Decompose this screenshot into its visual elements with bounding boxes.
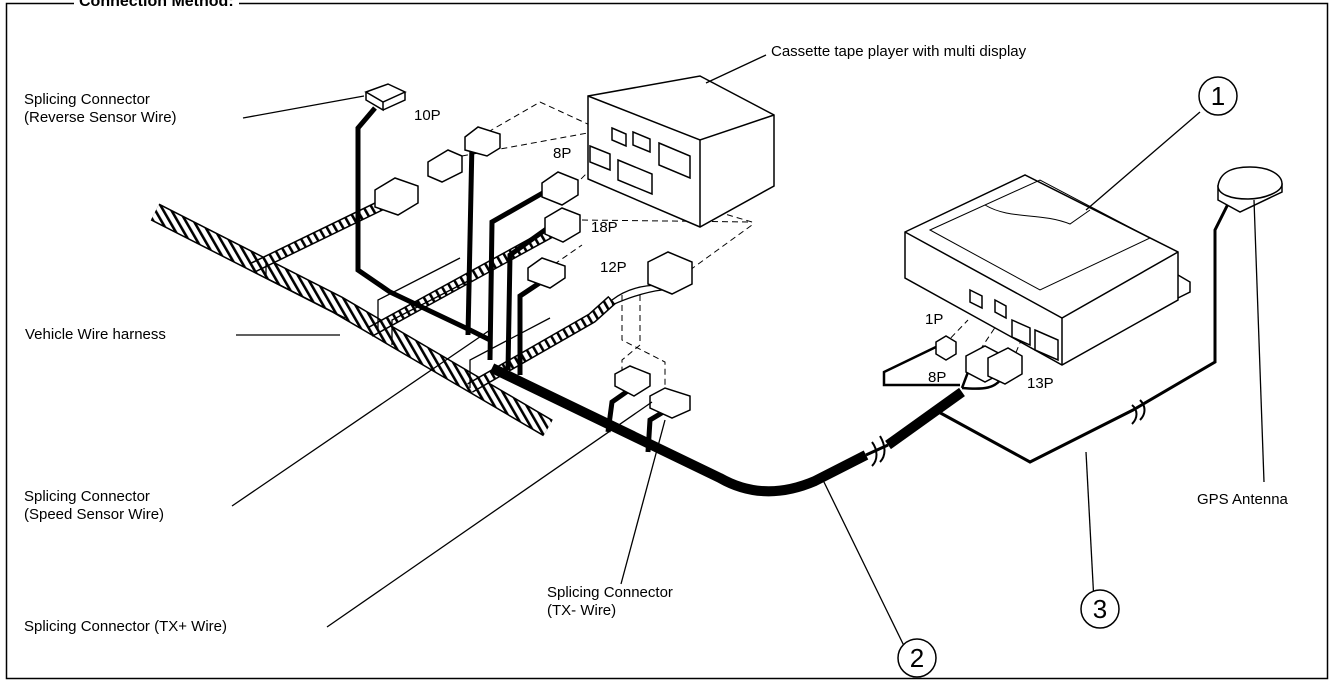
circle-2 [897,638,937,678]
callout-number-1: 1 [1210,81,1226,111]
connectors [364,83,1023,419]
label-txminus-line1: Splicing Connector [547,584,673,601]
navigation-unit-box [904,174,1191,366]
gps-antenna-shape [1217,166,1283,213]
connector-10p-label: 10P [414,107,441,124]
label-speed-line1: Splicing Connector [24,488,150,505]
connector-1p-label: 1P [925,311,944,328]
label-cassette-player: Cassette tape player with multi display [771,43,1027,60]
label-speed-sensor-connector: Splicing Connector (Speed Sensor Wire) [24,488,164,524]
connector-12p-label: 12P [600,259,627,276]
cassette-player-box [587,75,775,228]
callout-number-2: 2 [909,643,925,673]
circle-1 [1198,76,1238,116]
callout-number-3: 3 [1092,594,1108,624]
label-vehicle-wire-harness: Vehicle Wire harness [25,326,166,343]
connector-13p-label: 13P [1027,375,1054,392]
connector-8p-cassette-label: 8P [553,145,572,162]
label-txminus-line2: (TX- Wire) [547,602,617,619]
label-txplus-connector: Splicing Connector (TX+ Wire) [24,618,227,635]
label-reverse-line2: (Reverse Sensor Wire) [24,109,177,126]
label-reverse-line1: Splicing Connector [24,91,150,108]
label-txminus-connector: Splicing Connector (TX- Wire) [547,584,673,620]
connector-8p-nav-label: 8P [928,369,947,386]
main-cable-2 [489,363,869,497]
circle-3 [1080,589,1120,629]
label-reverse-sensor-connector: Splicing Connector (Reverse Sensor Wire) [24,91,177,127]
label-speed-line2: (Speed Sensor Wire) [24,506,165,523]
connector-18p-label: 18P [591,219,618,236]
gps-cable-3 [934,199,1232,464]
diagram-title: Connection Method: [74,0,239,10]
diagram-frame [5,2,1329,680]
label-gps-antenna: GPS Antenna [1197,491,1288,508]
